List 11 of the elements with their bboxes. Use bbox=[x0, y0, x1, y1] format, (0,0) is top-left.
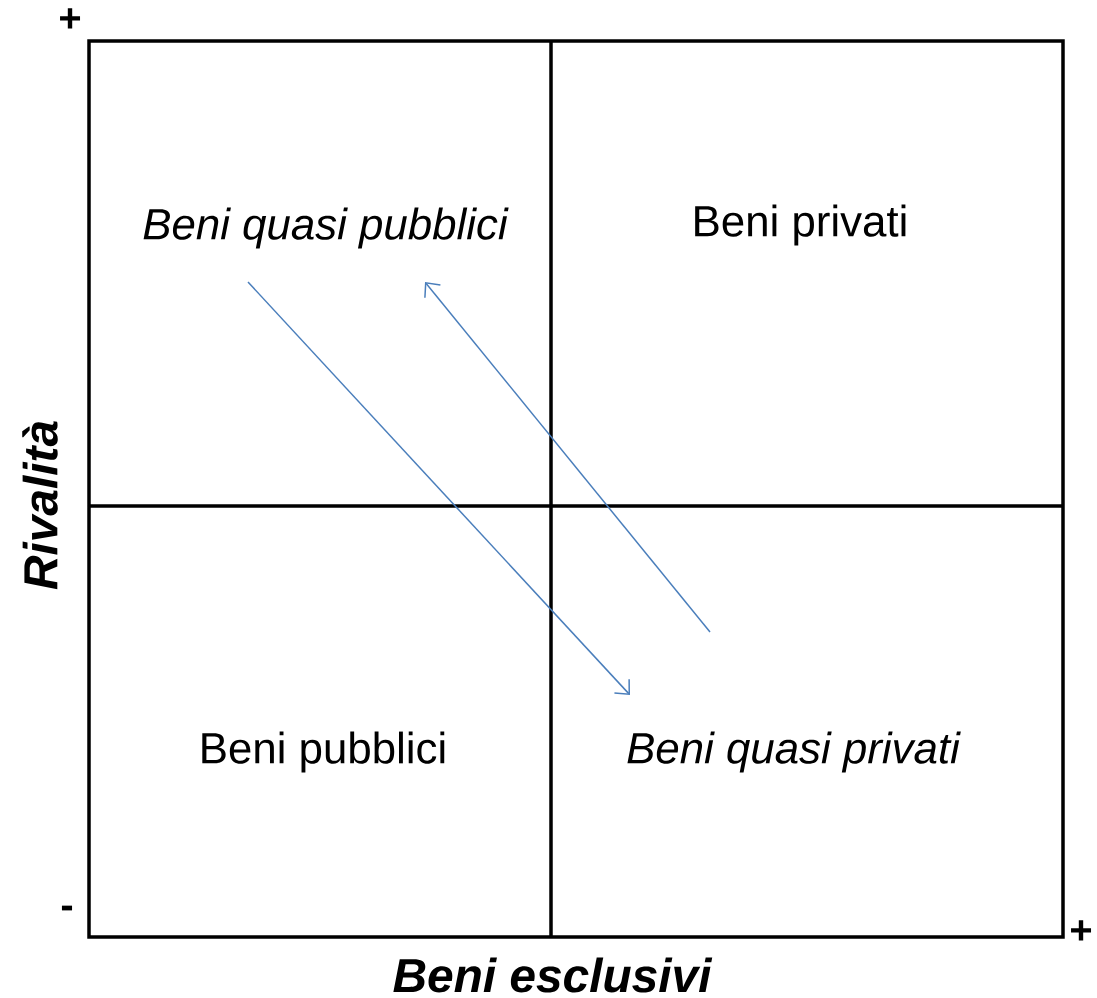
quadrant-label: Beni privati bbox=[695, 204, 906, 246]
axis-end-sign: + bbox=[60, 8, 81, 29]
axis-end-sign: - bbox=[61, 905, 73, 911]
quadrant-label: Beni quasi pubblici bbox=[143, 207, 509, 249]
quadrant-label: Beni quasi privati bbox=[627, 731, 961, 773]
axis-title: Rivalità bbox=[22, 421, 58, 590]
arrow bbox=[247, 281, 630, 695]
arrow bbox=[424, 282, 711, 633]
axis-end-sign: + bbox=[1071, 920, 1091, 941]
quadrant-label: Beni pubblici bbox=[202, 731, 445, 773]
axis-title: Beni esclusivi bbox=[393, 957, 713, 993]
